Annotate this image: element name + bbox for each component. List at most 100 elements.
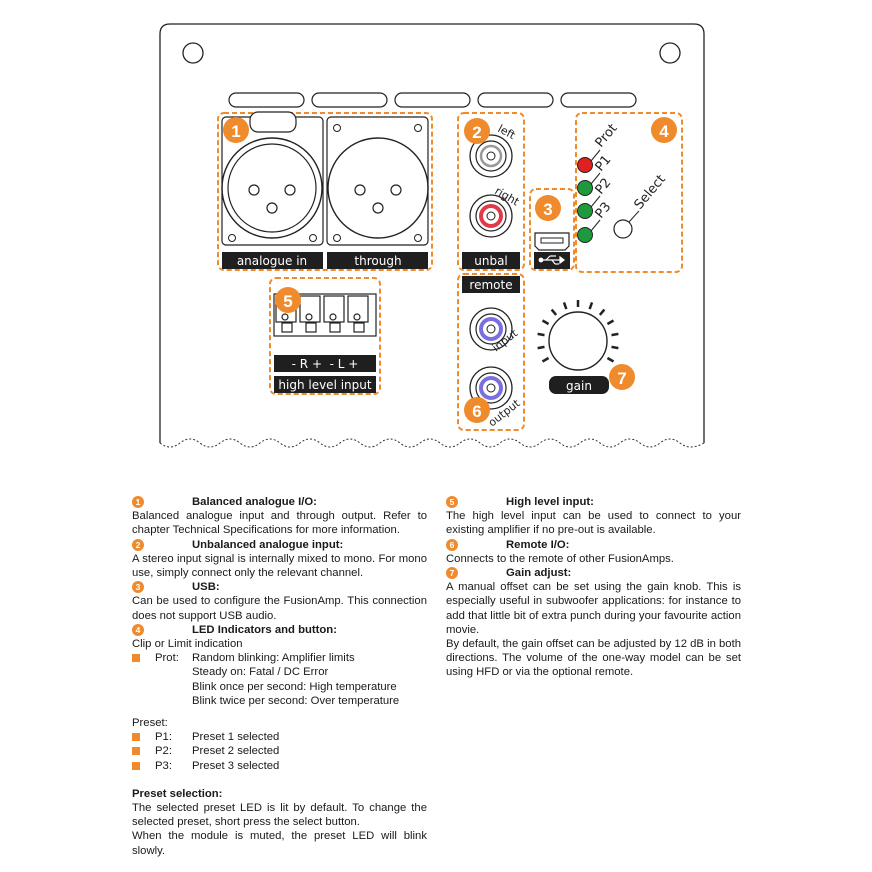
preset-value: Preset 3 selected xyxy=(192,759,280,772)
xlr-through-connector[interactable] xyxy=(327,137,429,239)
preset-selection-body-1: The selected preset LED is lit by defaul… xyxy=(132,801,427,829)
gain-tick xyxy=(606,356,615,363)
bullet-square xyxy=(132,747,140,756)
label-high-level-input: high level input xyxy=(278,378,371,392)
rca-remote-output-jack[interactable] xyxy=(469,366,513,410)
section4-dashed-box xyxy=(575,112,683,273)
section6-heading: 6 Remote I/O: xyxy=(446,538,741,552)
section1-title: Balanced analogue I/O: xyxy=(192,496,317,508)
section1-heading: 1 Balanced analogue I/O: xyxy=(132,495,427,509)
label-through: through xyxy=(354,254,401,268)
section5-title: High level input: xyxy=(506,496,594,508)
section6-number: 6 xyxy=(446,538,458,551)
section2-number: 2 xyxy=(132,538,144,551)
section2-body: A stereo input signal is internally mixe… xyxy=(132,552,427,579)
preset-row: P3: Preset 3 selected xyxy=(132,759,427,773)
label-p1: P1 xyxy=(593,153,615,175)
left-text-column: 1 Balanced analogue I/O: Balanced analog… xyxy=(132,495,427,858)
section6-body: Connects to the remote of other FusionAm… xyxy=(446,552,674,565)
badge-3: 3 xyxy=(535,195,561,221)
prot-line: Blink twice per second: Over temperature xyxy=(192,694,400,707)
section2-heading: 2 Unbalanced analogue input: xyxy=(132,538,427,552)
svg-text:1: 1 xyxy=(231,122,240,141)
section1-dashed-box xyxy=(217,112,433,271)
gain-tick xyxy=(611,332,619,337)
label-bar-remote xyxy=(462,276,520,293)
badge-6: 6 xyxy=(464,397,490,423)
bullet-square xyxy=(132,733,140,742)
gain-tick xyxy=(598,308,606,316)
label-bar-unbal xyxy=(462,252,520,269)
label-bar-through xyxy=(327,252,428,269)
prot-line: Steady on: Fatal / DC Error xyxy=(192,666,329,679)
gain-knob[interactable] xyxy=(548,311,608,371)
section2-title: Unbalanced analogue input: xyxy=(192,538,344,551)
prot-row-1: Steady on: Fatal / DC Error xyxy=(132,665,427,679)
panel-torn-edge xyxy=(159,438,705,448)
preset-selection-title: Preset selection: xyxy=(132,787,223,800)
gain-tick xyxy=(537,332,545,337)
bullet-square xyxy=(132,654,140,663)
prot-row-3: Blink twice per second: Over temperature xyxy=(132,694,427,708)
usb-port[interactable] xyxy=(534,232,570,251)
usb-icon xyxy=(538,255,565,265)
prot-row-2: Blink once per second: High temperature xyxy=(132,680,427,694)
svg-text:2: 2 xyxy=(472,123,481,142)
badge-4: 4 xyxy=(651,117,677,143)
section3-body: Can be used to configure the FusionAmp. … xyxy=(132,595,427,622)
prot-row-0: Prot: Random blinking: Amplifier limits xyxy=(132,651,427,665)
section6-dashed-box xyxy=(457,273,525,431)
preset-selection-body-2: When the module is muted, the preset LED… xyxy=(132,830,427,857)
section4-intro: Clip or Limit indication xyxy=(132,637,243,650)
section4-heading: 4 LED Indicators and button: xyxy=(132,623,427,637)
gain-tick xyxy=(611,345,619,350)
section3-heading: 3 USB: xyxy=(132,580,427,594)
section3-dashed-box xyxy=(529,188,575,271)
section5-dashed-box xyxy=(269,277,381,395)
preset-label: Preset: xyxy=(132,716,168,729)
rca-left-jack[interactable] xyxy=(469,134,513,178)
preset-value: Preset 1 selected xyxy=(192,731,280,744)
amplifier-panel-diagram: analogue in through left right unbal rem… xyxy=(159,23,705,448)
rca-remote-input-jack[interactable] xyxy=(469,307,513,351)
right-text-column: 5 High level input: The high level input… xyxy=(446,495,741,680)
label-bar-analogue-in xyxy=(222,252,323,269)
section3-title: USB: xyxy=(192,581,220,594)
label-left: left xyxy=(496,122,518,142)
section7-number: 7 xyxy=(446,567,458,579)
gain-tick xyxy=(537,345,545,350)
label-p3: P3 xyxy=(593,200,615,222)
xlr-input-connector[interactable] xyxy=(221,137,323,239)
preset-row: P2: Preset 2 selected xyxy=(132,744,427,758)
select-button[interactable] xyxy=(613,219,633,239)
gain-tick xyxy=(562,302,568,310)
section7-heading: 7 Gain adjust: xyxy=(446,566,741,580)
rca-right-jack[interactable] xyxy=(469,194,513,238)
gain-tick xyxy=(541,319,550,326)
mounting-hole-right xyxy=(659,42,681,64)
preset-value: Preset 2 selected xyxy=(192,745,280,758)
led-prot xyxy=(577,157,593,173)
section6-title: Remote I/O: xyxy=(506,538,570,551)
label-remote: remote xyxy=(469,278,512,292)
label-analogue-in: analogue in xyxy=(237,254,307,268)
preset-row: P1: Preset 1 selected xyxy=(132,730,427,744)
section3-number: 3 xyxy=(132,581,144,594)
xlr-plate-through xyxy=(326,116,429,246)
badge-7: 7 xyxy=(609,364,635,390)
bullet-square xyxy=(132,761,140,770)
section7-title: Gain adjust: xyxy=(506,566,572,579)
svg-text:4: 4 xyxy=(659,122,669,141)
terminal-block[interactable] xyxy=(273,293,377,337)
section5-number: 5 xyxy=(446,496,458,509)
label-select: Select xyxy=(632,172,669,212)
section1-number: 1 xyxy=(132,496,144,509)
gain-tick xyxy=(541,356,550,363)
prot-line: Random blinking: Amplifier limits xyxy=(192,652,355,665)
label-unbal: unbal xyxy=(474,254,508,268)
gain-knob-tick-marks xyxy=(537,300,619,363)
svg-text:5: 5 xyxy=(283,292,292,311)
section7-body-2: By default, the gain offset can be adjus… xyxy=(446,637,741,679)
prot-line: Blink once per second: High temperature xyxy=(192,680,397,693)
led-p1 xyxy=(577,180,593,196)
